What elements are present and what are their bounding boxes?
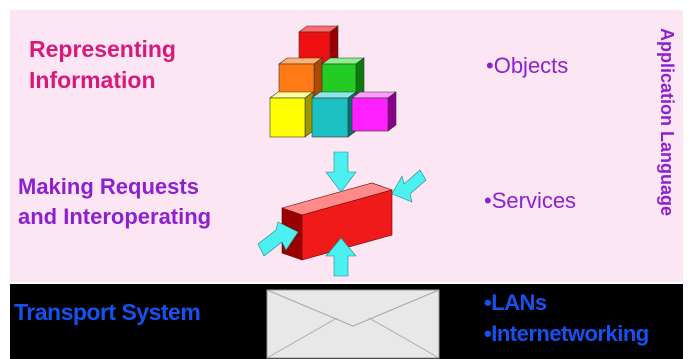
lans-bullet: •LANs [484, 290, 547, 315]
cube-magenta [351, 91, 397, 132]
envelope-icon [266, 289, 440, 359]
transport-system-label: Transport System [14, 299, 201, 325]
internetworking-bullet: •Internetworking [484, 321, 649, 346]
interop-bar-icon [257, 151, 427, 277]
requests-line2: and Interoperating [18, 204, 212, 229]
representing-information-label: Representing Information [29, 34, 259, 96]
arrow-down-icon [325, 151, 357, 193]
services-bullet: •Services [484, 188, 577, 213]
application-language-label: Application Language [657, 28, 677, 217]
arrow-up-icon [325, 237, 357, 277]
arrow-left-icon [391, 169, 427, 203]
cube-teal [311, 91, 357, 138]
objects-bullet: •Objects [486, 53, 569, 78]
making-requests-label: Making Requests and Interoperating [18, 172, 258, 232]
representing-line2: Information [29, 67, 156, 93]
requests-line1: Making Requests [18, 174, 199, 199]
cube-yellow [269, 91, 314, 138]
arrow-right-icon [257, 221, 299, 257]
representing-line1: Representing [29, 36, 176, 62]
blocks-icon [269, 25, 397, 138]
